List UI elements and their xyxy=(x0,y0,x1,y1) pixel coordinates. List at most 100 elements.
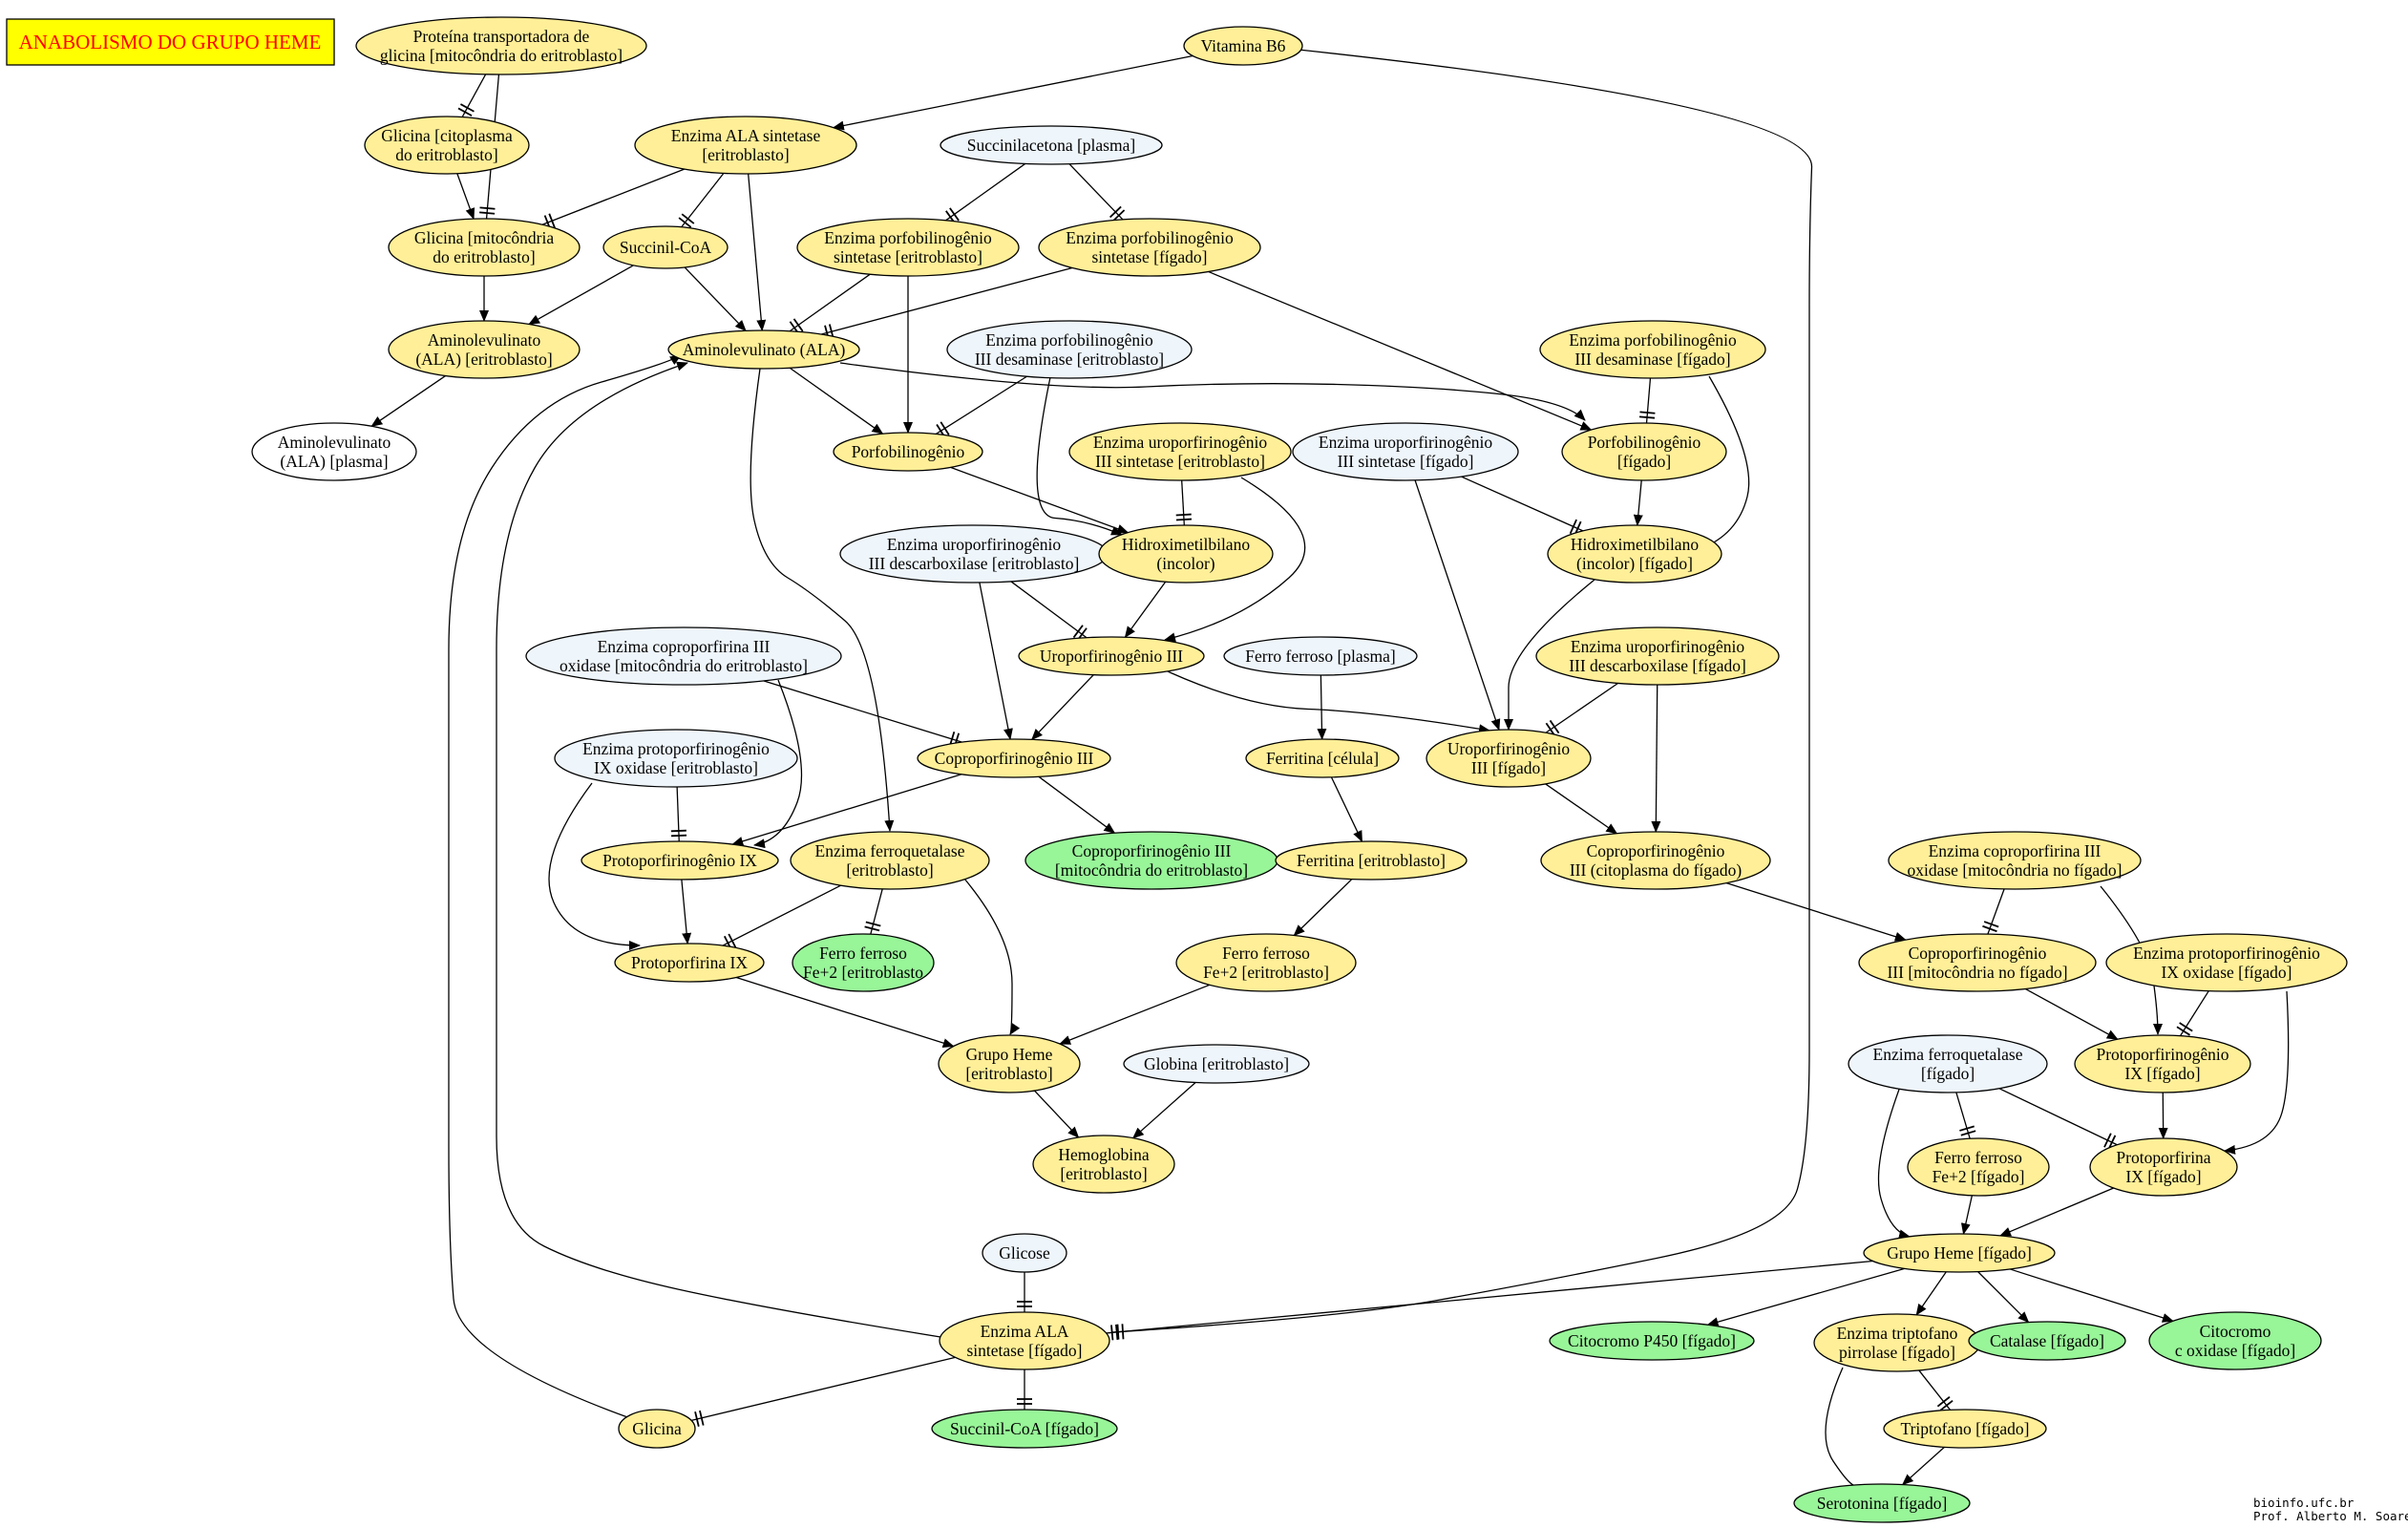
edge-succ_plasma-to-pbg_sint_fig xyxy=(1068,163,1126,222)
inhibition-edge xyxy=(1106,1260,1873,1334)
edge-uro_sint_fig-to-hmb_fig xyxy=(1461,476,1584,537)
inhibition-bar xyxy=(2176,1026,2191,1036)
node-shape xyxy=(1123,1044,1310,1084)
node-label: sintetase [eritroblasto] xyxy=(834,247,982,266)
node-heme-fig: Grupo Heme [fígado] xyxy=(1863,1233,2056,1273)
edge-ferritina_cel-to-ferritina_er xyxy=(1330,776,1363,842)
node-label: pirrolase [fígado] xyxy=(1839,1343,1955,1362)
node-label: Aminolevulinato (ALA) xyxy=(683,340,846,359)
node-label: Protoporfirinogênio xyxy=(2096,1045,2228,1064)
edge-heme_fig-to-ala_sint_fig xyxy=(1106,1260,1873,1341)
node-ala: Aminolevulinato (ALA) xyxy=(667,329,860,370)
inhibition-bar xyxy=(940,421,950,435)
inhibition-bar xyxy=(1939,1399,1954,1411)
reaction-arrow xyxy=(1977,1271,2030,1324)
node-ferritina-er: Ferritina [eritroblasto] xyxy=(1275,840,1468,881)
reaction-arrow xyxy=(750,368,895,832)
reaction-arrow xyxy=(1059,984,1211,1045)
edge-gli_cito-to-gli_mito xyxy=(456,173,475,221)
node-succoa: Succinil-CoA xyxy=(602,225,729,269)
node-shape xyxy=(1245,738,1400,778)
node-label: III descarboxilase [fígado] xyxy=(1569,656,1746,675)
node-copro3: Coproporfirinogênio III xyxy=(917,738,1111,778)
inhibition-edge xyxy=(945,162,1026,222)
node-shape xyxy=(525,626,842,686)
node-label: [mitocôndria do eritroblasto] xyxy=(1055,860,1248,880)
node-label: do eritroblasto] xyxy=(395,145,497,164)
node-label: Vitamina B6 xyxy=(1201,36,1286,55)
inhibition-edge xyxy=(821,266,1073,335)
node-label: Aminolevulinato xyxy=(278,433,391,452)
node-label: Porfobilinogênio xyxy=(852,442,965,461)
edge-pbg_desam_fig-to-pbg_fig xyxy=(1638,377,1656,424)
node-label: III sintetase [eritroblasto] xyxy=(1095,452,1265,471)
reaction-arrow xyxy=(963,878,1021,1035)
edge-uro3-to-uro3_fig xyxy=(1154,665,1490,734)
node-shape xyxy=(1547,524,1722,584)
node-pbg-fig: Porfobilinogênio[fígado] xyxy=(1561,422,1727,481)
edge-globina-to-hemoglobina xyxy=(1131,1081,1196,1139)
inhibition-bar xyxy=(548,213,556,228)
node-label: Triptofano [fígado] xyxy=(1901,1419,2030,1438)
node-copro3-mito-er: Coproporfirinogênio III[mitocôndria do e… xyxy=(1024,831,1278,890)
reaction-arrow xyxy=(1036,376,1123,536)
edge-pbg_desam_er-to-pbg xyxy=(935,375,1027,438)
node-label: Coproporfirinogênio xyxy=(1909,944,2047,963)
inhibition-bar xyxy=(728,933,737,948)
inhibition-edge xyxy=(1645,377,1652,424)
node-ferro-plasma: Ferro ferroso [plasma] xyxy=(1223,636,1418,676)
node-shape xyxy=(1907,1137,2050,1197)
node-shape xyxy=(618,1409,696,1449)
edge-ferroq_fig-to-heme_fig xyxy=(1877,1086,1911,1240)
inhibition-edge xyxy=(1987,888,2005,935)
node-label: Aminolevulinato xyxy=(428,330,541,350)
node-shape xyxy=(931,1409,1118,1449)
node-label: Glicina xyxy=(632,1419,682,1438)
node-label: glicina [mitocôndria do eritroblasto] xyxy=(380,46,623,65)
inhibition-bar xyxy=(1569,519,1577,535)
reaction-arrow xyxy=(1131,1081,1196,1139)
inhibition-bar xyxy=(1115,1324,1119,1340)
reaction-arrow xyxy=(684,266,747,332)
node-label: [eritroblasto] xyxy=(965,1064,1052,1083)
inhibition-edge xyxy=(1998,1088,2118,1146)
node-shape xyxy=(1549,1321,1755,1361)
edge-ferroq_er-to-fe2_er_green xyxy=(864,888,883,935)
node-label: Proteína transportadora de xyxy=(413,27,590,46)
edge-copro3_mito_fig-to-protogen9_fig xyxy=(2024,987,2119,1040)
node-glicina: Glicina xyxy=(618,1409,696,1449)
node-label: (ALA) [eritroblasto] xyxy=(415,350,552,369)
node-label: Ferro ferroso xyxy=(1222,944,1310,963)
node-ala-er: Aminolevulinato(ALA) [eritroblasto] xyxy=(388,320,581,379)
node-label: III [mitocôndria no fígado] xyxy=(1887,963,2067,982)
node-label: sintetase [fígado] xyxy=(1092,247,1208,266)
diagram-title: ANABOLISMO DO GRUPO HEME xyxy=(19,31,322,53)
edge-ferroq_fig-to-fe2_fig xyxy=(1955,1092,1976,1139)
node-shape xyxy=(667,329,860,370)
node-label: Fe+2 [fígado] xyxy=(1933,1167,2025,1186)
edge-glicose-to-ala_sint_fig xyxy=(1017,1272,1032,1312)
node-ferroq-er: Enzima ferroquetalase[eritroblasto] xyxy=(790,831,990,890)
reaction-arrow xyxy=(2010,1268,2174,1323)
node-label: Coproporfirinogênio III xyxy=(935,749,1094,768)
node-glicose: Glicose xyxy=(982,1233,1067,1273)
inhibition-bar xyxy=(1110,1325,1114,1341)
edge-ala_sint_er-to-ala xyxy=(748,173,767,331)
edge-pbg_fig-to-hmb_fig xyxy=(1633,479,1643,527)
node-label: Citocromo xyxy=(2200,1322,2271,1341)
node-globina: Globina [eritroblasto] xyxy=(1123,1044,1310,1084)
inhibition-bar xyxy=(694,1411,700,1427)
node-ferroq-fig: Enzima ferroquetalase[fígado] xyxy=(1848,1034,2048,1093)
node-shape xyxy=(1793,1483,1971,1523)
node-label: Enzima protoporfirinogênio xyxy=(582,739,770,758)
node-label: III descarboxilase [eritroblasto] xyxy=(869,554,1080,573)
reaction-arrow xyxy=(832,54,1193,131)
edge-ferroq_fig-to-proto9_fig xyxy=(1998,1088,2118,1150)
node-label: Protoporfirina IX xyxy=(631,953,748,972)
node-shape xyxy=(1863,1233,2056,1273)
